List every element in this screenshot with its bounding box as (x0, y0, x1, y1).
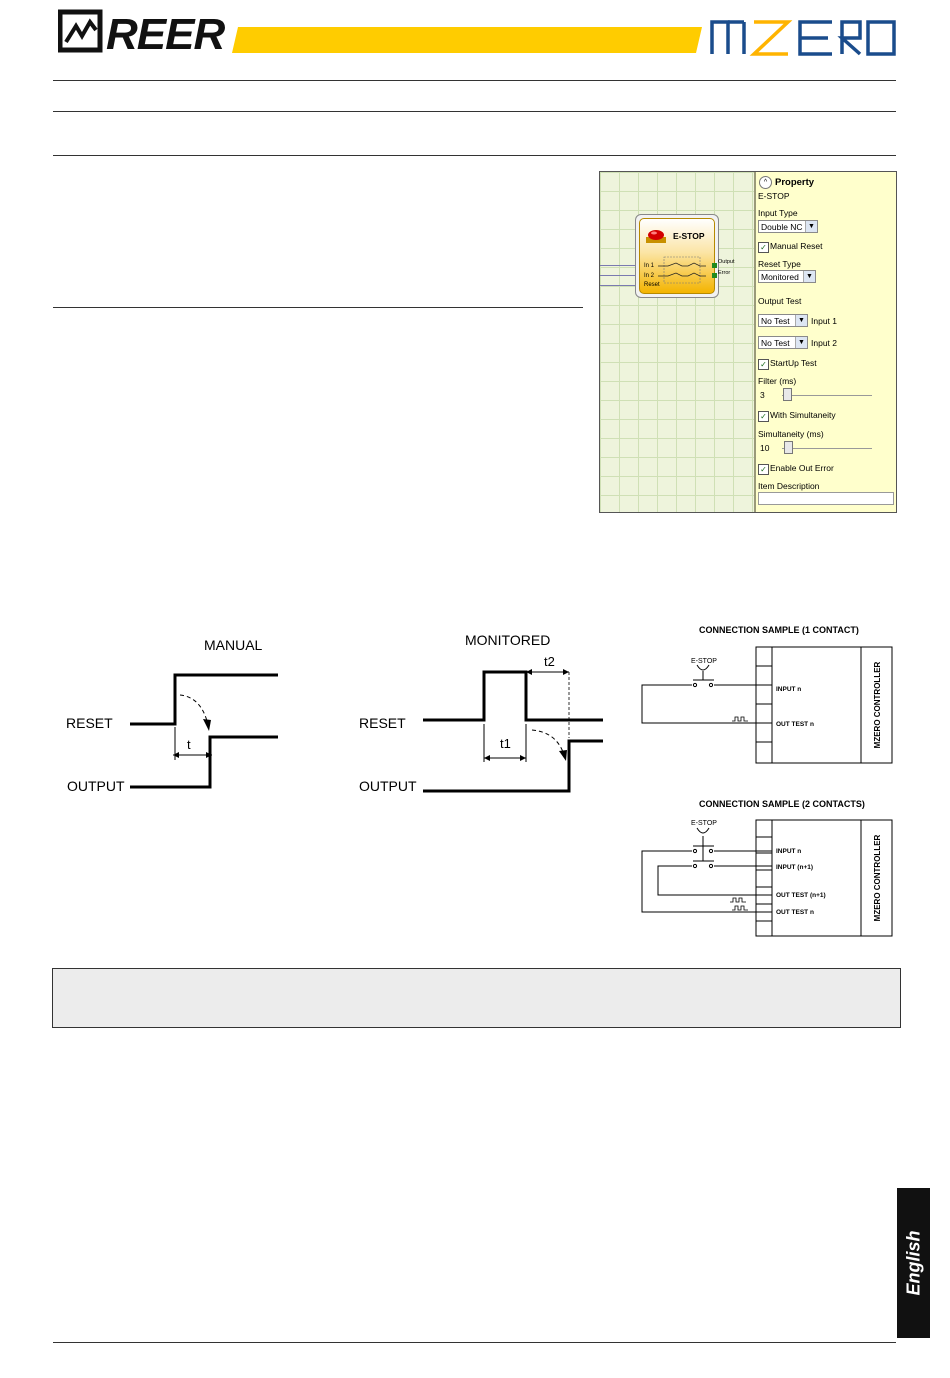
startup-test-label: StartUp Test (770, 358, 817, 368)
startup-test-checkbox[interactable]: ✓ (758, 359, 769, 370)
chevron-down-icon: ▼ (805, 221, 817, 232)
connection-1-outtest-label: OUT TEST n (776, 721, 814, 728)
property-title: Property (775, 177, 815, 188)
chevron-down-icon: ▼ (795, 315, 807, 326)
monitored-title: MONITORED (465, 632, 551, 648)
simultaneity-label: Simultaneity (ms) (758, 429, 824, 439)
simultaneity-slider[interactable] (784, 441, 793, 454)
pin-in2-label: In 2 (644, 273, 655, 279)
connection-2-input2-label: INPUT (n+1) (776, 864, 814, 871)
header-rule (53, 80, 896, 81)
language-tab-label: English (903, 1230, 923, 1296)
pin-output-label: Output (718, 259, 735, 265)
item-description-input[interactable] (758, 492, 894, 505)
filter-slider[interactable] (783, 388, 792, 401)
pin-in1-label: In 1 (644, 263, 655, 269)
property-sidebar: ^ Property E-STOP Input Type Double NC ▼… (754, 172, 896, 512)
pin-reset-label: Reset (644, 282, 660, 288)
manual-timing-diagram (130, 673, 278, 789)
connection-2-input-label: INPUT n (776, 848, 802, 855)
section-rule-2 (53, 155, 896, 156)
input-type-value: Double NC (761, 222, 803, 232)
connection-2-diagram: MZERO CONTROLLER (641, 819, 893, 937)
enable-out-error-label: Enable Out Error (770, 463, 834, 473)
mzero-logo (710, 20, 896, 56)
enable-out-error-checkbox[interactable]: ✓ (758, 464, 769, 475)
block-title: E-STOP (673, 231, 705, 241)
filter-label: Filter (ms) (758, 376, 797, 386)
connection-2-controller-label: MZERO CONTROLLER (873, 834, 882, 921)
input-type-select[interactable]: Double NC ▼ (758, 220, 818, 233)
reset-type-value: Monitored (761, 272, 799, 282)
output-test-2-value: No Test (761, 338, 790, 348)
output-test-label: Output Test (758, 296, 802, 306)
filter-value: 3 (760, 390, 765, 400)
canvas-grid: E-STOP In 1 In 2 Reset Output Error (600, 172, 754, 512)
reset-type-select[interactable]: Monitored ▼ (758, 270, 816, 283)
connection-2-outtest-label: OUT TEST n (776, 909, 814, 916)
section-rule-1 (53, 111, 896, 112)
error-terminal[interactable] (712, 273, 717, 278)
monitored-t2-label: t2 (544, 654, 555, 669)
collapse-icon[interactable]: ^ (759, 176, 772, 189)
svg-text:REER: REER (106, 10, 225, 56)
connection-2-title: CONNECTION SAMPLE (2 CONTACTS) (699, 799, 865, 809)
monitored-reset-signal-label: RESET (359, 715, 406, 731)
property-panel-screenshot: E-STOP In 1 In 2 Reset Output Error ^ Pr… (599, 171, 897, 513)
output-test-1-value: No Test (761, 316, 790, 326)
output-test-1-select[interactable]: No Test ▼ (758, 314, 808, 327)
simultaneity-value: 10 (760, 443, 770, 453)
connection-2-outtest2-label: OUT TEST (n+1) (776, 892, 826, 899)
estop-function-block[interactable]: E-STOP In 1 In 2 Reset Output Error (635, 214, 735, 298)
note-box (52, 968, 901, 1028)
connection-1-estop-label: E-STOP (691, 658, 717, 665)
filter-slider-track (782, 395, 872, 396)
manual-output-signal-label: OUTPUT (67, 778, 125, 794)
connection-2-estop-label: E-STOP (691, 820, 717, 827)
output-test-2-input-label: Input 2 (811, 338, 837, 348)
pin-error-label: Error (718, 270, 731, 276)
property-subtitle: E-STOP (758, 191, 790, 201)
manual-reset-checkbox[interactable]: ✓ (758, 242, 769, 253)
input-type-label: Input Type (758, 208, 798, 218)
reer-logo: REER (58, 9, 226, 56)
manual-t-label: t (187, 737, 191, 752)
connection-1-controller-label: MZERO CONTROLLER (873, 661, 882, 748)
language-tab: English (897, 1188, 930, 1338)
connection-1-title: CONNECTION SAMPLE (1 CONTACT) (699, 625, 859, 635)
emergency-button-icon (646, 230, 666, 243)
output-test-1-input-label: Input 1 (811, 316, 837, 326)
subsection-rule (53, 307, 583, 308)
connection-1-input-label: INPUT n (776, 686, 802, 693)
output-terminal[interactable] (712, 263, 717, 268)
simultaneity-checkbox[interactable]: ✓ (758, 411, 769, 422)
simultaneity-slider-track (782, 448, 872, 449)
simultaneity-check-label: With Simultaneity (770, 410, 836, 420)
footer-rule (53, 1342, 896, 1343)
reset-type-label: Reset Type (758, 259, 801, 269)
output-test-2-select[interactable]: No Test ▼ (758, 336, 808, 349)
chevron-down-icon: ▼ (795, 337, 807, 348)
connection-1-diagram: MZERO CONTROLLER (641, 646, 893, 764)
contacts-symbol (658, 256, 706, 284)
monitored-t1-label: t1 (500, 736, 511, 751)
manual-reset-label: Manual Reset (770, 241, 823, 251)
item-description-label: Item Description (758, 481, 820, 491)
monitored-timing-diagram (423, 669, 603, 793)
header-accent-bar (232, 27, 702, 53)
monitored-output-signal-label: OUTPUT (359, 778, 417, 794)
chevron-down-icon: ▼ (803, 271, 815, 282)
manual-reset-signal-label: RESET (66, 715, 113, 731)
manual-title: MANUAL (204, 637, 263, 653)
